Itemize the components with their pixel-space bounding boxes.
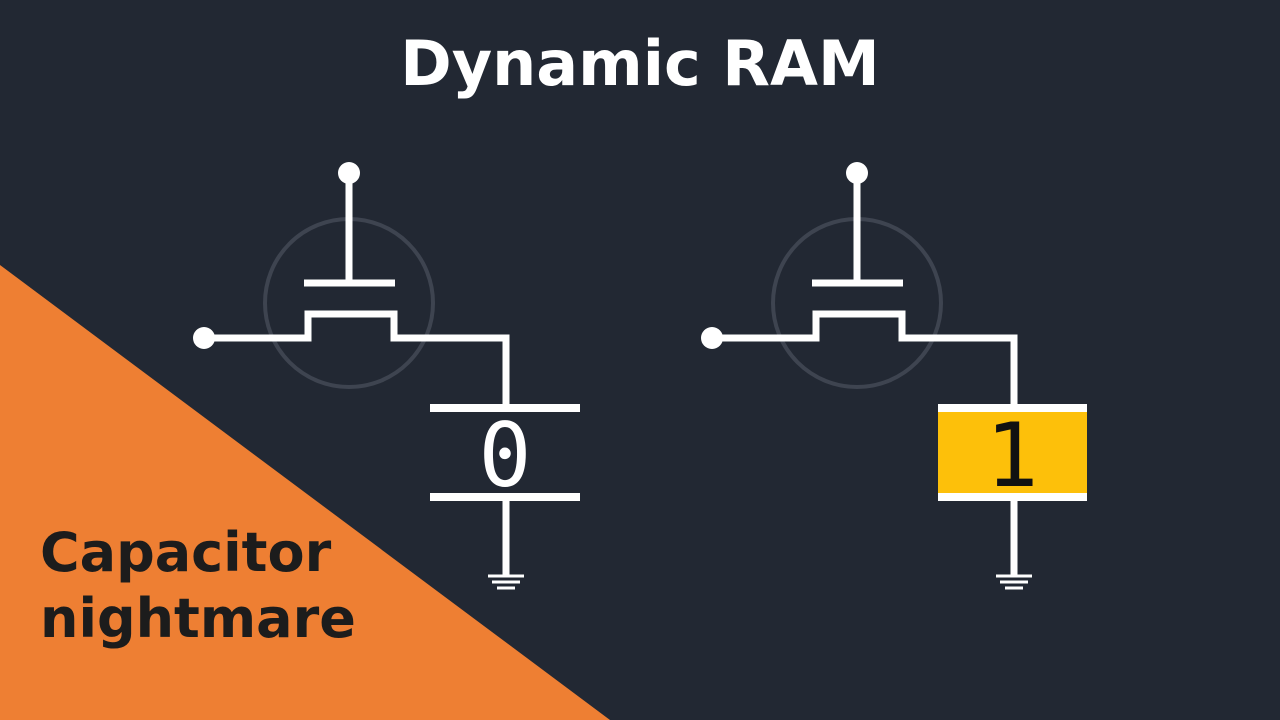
dram-cell-1: 1 <box>701 162 1087 590</box>
capacitor-charge <box>938 412 1087 494</box>
ground-symbol-icon <box>488 574 524 590</box>
corner-caption-line-1: Capacitor <box>40 521 332 584</box>
ground-symbol-icon <box>996 574 1032 590</box>
dram-cell-0: 0 <box>193 162 580 590</box>
corner-triangle <box>0 265 610 720</box>
source-drain-channel <box>204 310 510 408</box>
bit-value-label: 0 <box>479 404 532 507</box>
slide-title: Dynamic RAM <box>400 27 880 100</box>
corner-caption: Capacitor nightmare <box>40 520 356 652</box>
source-drain-channel <box>712 310 1018 408</box>
bit-value-label: 1 <box>986 404 1039 507</box>
corner-caption-line-2: nightmare <box>40 587 356 650</box>
